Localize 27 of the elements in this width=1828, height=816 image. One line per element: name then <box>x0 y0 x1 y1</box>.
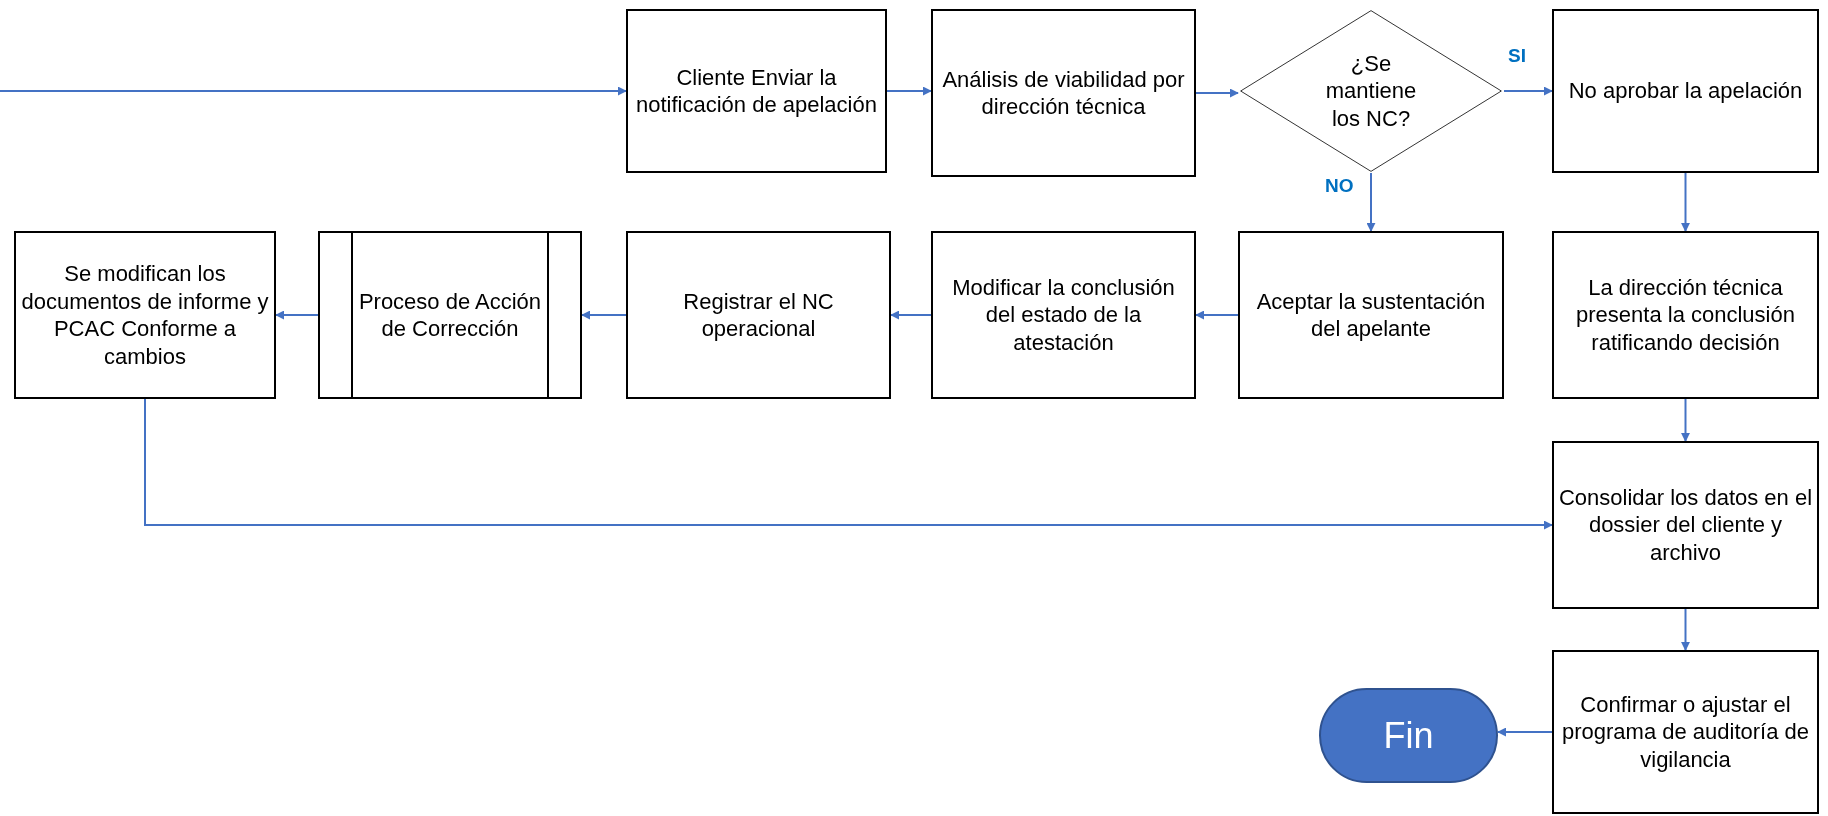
arrow <box>890 310 932 320</box>
arrow <box>581 310 627 320</box>
subprocess-box: Proceso de Acción de Corrección <box>318 231 582 399</box>
arrow <box>1503 86 1553 96</box>
arrow <box>275 310 319 320</box>
arrow <box>1195 88 1239 98</box>
decision-diamond: ¿Se mantiene los NC? <box>1238 9 1504 173</box>
process-box: Cliente Enviar la notificación de apelación <box>626 9 887 173</box>
arrow <box>144 398 1553 530</box>
arrow <box>1366 172 1376 232</box>
process-box: Confirmar o ajustar el programa de auditoría de vigilancia <box>1552 650 1819 814</box>
process-box: Aceptar la sustentación del apelante <box>1238 231 1504 399</box>
arrow <box>1195 310 1239 320</box>
process-box: La dirección técnica presenta la conclusión ratificando decisión <box>1552 231 1819 399</box>
arrow <box>1681 608 1690 651</box>
arrow <box>1681 172 1690 232</box>
process-box: Modificar la conclusión del estado de la atestación <box>931 231 1196 399</box>
process-box: Se modifican los documentos de informe y PCAC Conforme a cambios <box>14 231 276 399</box>
arrow <box>886 86 932 96</box>
arrow <box>1497 727 1553 737</box>
arrow <box>0 86 627 96</box>
arrow <box>1681 398 1690 442</box>
process-box: Registrar el NC operacional <box>626 231 891 399</box>
process-box: No aprobar la apelación <box>1552 9 1819 173</box>
terminator-shape: Fin <box>1319 688 1498 783</box>
process-box: Análisis de viabilidad por dirección técnica <box>931 9 1196 177</box>
process-box: Consolidar los datos en el dossier del cliente y archivo <box>1552 441 1819 609</box>
